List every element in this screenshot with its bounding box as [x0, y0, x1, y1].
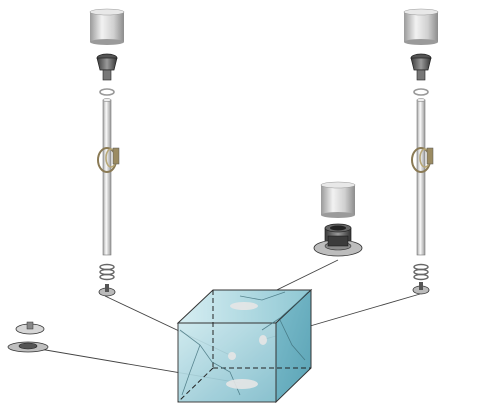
spring-icon — [99, 263, 115, 281]
left-connector — [7, 321, 49, 353]
o-ring-icon — [413, 88, 429, 96]
contact-spot-bottom — [226, 379, 258, 389]
tube-icon — [102, 98, 112, 256]
fitting-icon — [96, 53, 118, 81]
clamp-icon — [97, 147, 120, 173]
o-ring-icon — [99, 88, 115, 96]
box-container — [176, 288, 313, 404]
left-tube-assembly — [89, 8, 125, 297]
right-tube-assembly — [403, 8, 439, 295]
cap-icon — [403, 8, 439, 45]
base-connector-icon — [98, 284, 116, 297]
contact-spot-side — [259, 335, 267, 345]
contact-spot-inner — [228, 352, 236, 360]
flange-fitting-icon — [313, 223, 363, 257]
fitting-icon — [410, 53, 432, 81]
clamp-icon — [411, 147, 434, 173]
contact-spot-top — [230, 302, 258, 310]
center-fitting-assembly — [313, 181, 363, 257]
box-front-face — [177, 322, 277, 403]
cap-icon — [320, 181, 356, 218]
tube-icon — [416, 98, 426, 256]
base-connector-icon — [412, 282, 430, 295]
cap-icon — [89, 8, 125, 45]
spring-icon — [413, 263, 429, 281]
mushroom-connector-icon — [7, 321, 49, 353]
